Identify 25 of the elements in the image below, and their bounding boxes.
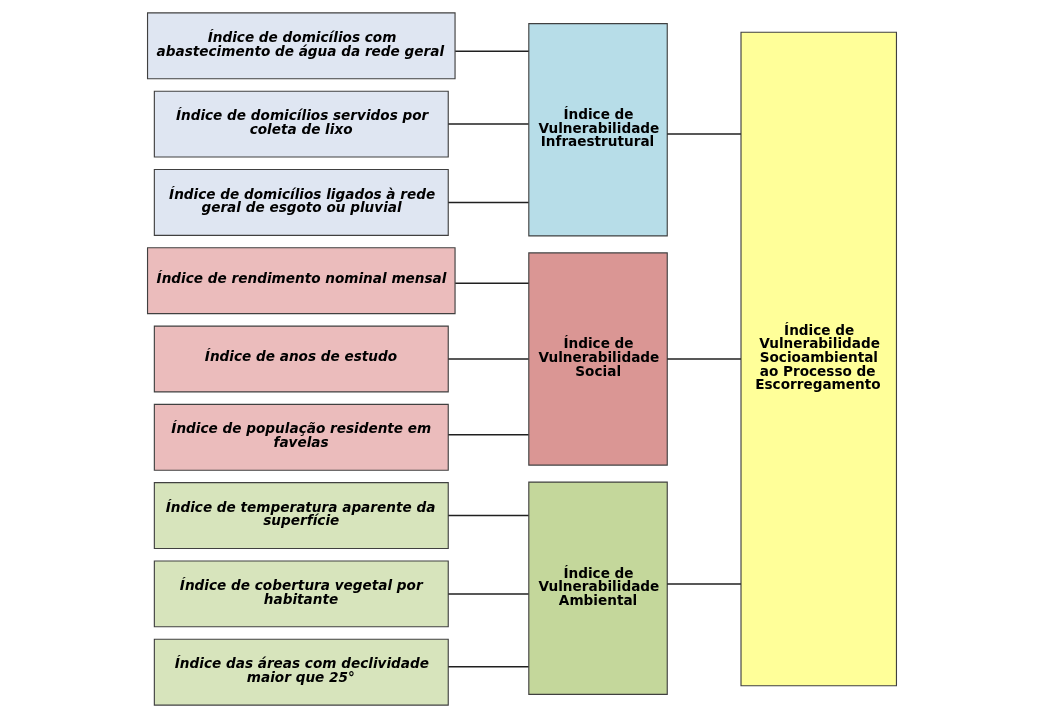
connector	[447, 358, 530, 360]
connector	[454, 50, 530, 52]
connector	[447, 434, 530, 436]
node-box: Índice de população residente em favelas	[153, 403, 449, 471]
connector	[454, 282, 530, 284]
node-box: Índice de rendimento nominal mensal	[146, 247, 456, 315]
node-box: Índice de domicílios com abastecimento de água da rede geral	[146, 12, 456, 80]
node-box: Índice das áreas com declividade maior que 25°	[153, 638, 449, 706]
connector	[666, 583, 742, 585]
node-box: Índice de Vulnerabilidade Ambiental	[528, 481, 668, 695]
node-box: Índice de domicílios servidos por coleta de lixo	[153, 90, 449, 158]
node-box: Índice de cobertura vegetal por habitante	[153, 560, 449, 628]
node-box: Índice de Vulnerabilidade Infraestrutural	[528, 23, 668, 237]
node-box: Índice de domicílios ligados à rede geral de esgoto ou pluvial	[153, 168, 449, 236]
connector	[447, 514, 530, 517]
connector	[666, 133, 742, 135]
node-box: Índice de anos de estudo	[153, 325, 449, 393]
connector	[447, 666, 530, 668]
node-box: Índice de temperatura aparente da superfície	[153, 482, 449, 550]
connector	[447, 593, 530, 595]
connector	[447, 123, 530, 125]
connector	[666, 358, 742, 360]
connector	[447, 201, 530, 204]
node-box: Índice de Vulnerabilidade Social	[528, 252, 668, 466]
node-box: Índice de Vulnerabilidade Socioambiental ao Processo de Escorregamento	[740, 31, 898, 687]
